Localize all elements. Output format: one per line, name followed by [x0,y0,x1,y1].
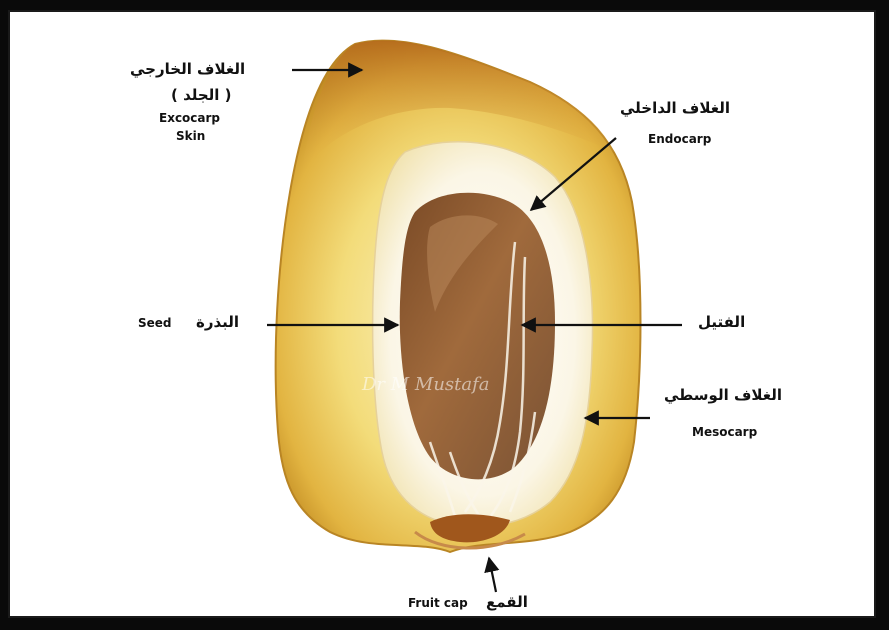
label-fruitcap-english: Fruit cap [408,597,468,611]
label-exocarp-english: Excocarp [159,112,220,126]
date-fruit-cross-section [10,12,876,618]
label-seed-arabic: البذرة [196,314,239,331]
arrow-fruitcap [489,558,496,592]
watermark: Dr M Mustafa [362,374,490,395]
label-exocarp-arabic: الغلاف الخارجي [130,61,245,78]
label-mesocarp-arabic: الغلاف الوسطي [664,387,782,404]
label-seed-english: Seed [138,317,172,331]
label-fatil-arabic: الفتيل [698,314,745,331]
label-endocarp-english: Endocarp [648,133,711,147]
label-mesocarp-english: Mesocarp [692,426,757,440]
label-fruitcap-arabic: القمع [486,594,528,611]
diagram-frame: Dr M Mustafa الغلاف الخارجي ( الجلد ) Ex… [8,10,876,618]
label-endocarp-arabic: الغلاف الداخلي [620,100,730,117]
label-exocarp-skin-english: Skin [176,130,205,144]
label-exocarp-arabic-skin: ( الجلد ) [171,87,232,104]
